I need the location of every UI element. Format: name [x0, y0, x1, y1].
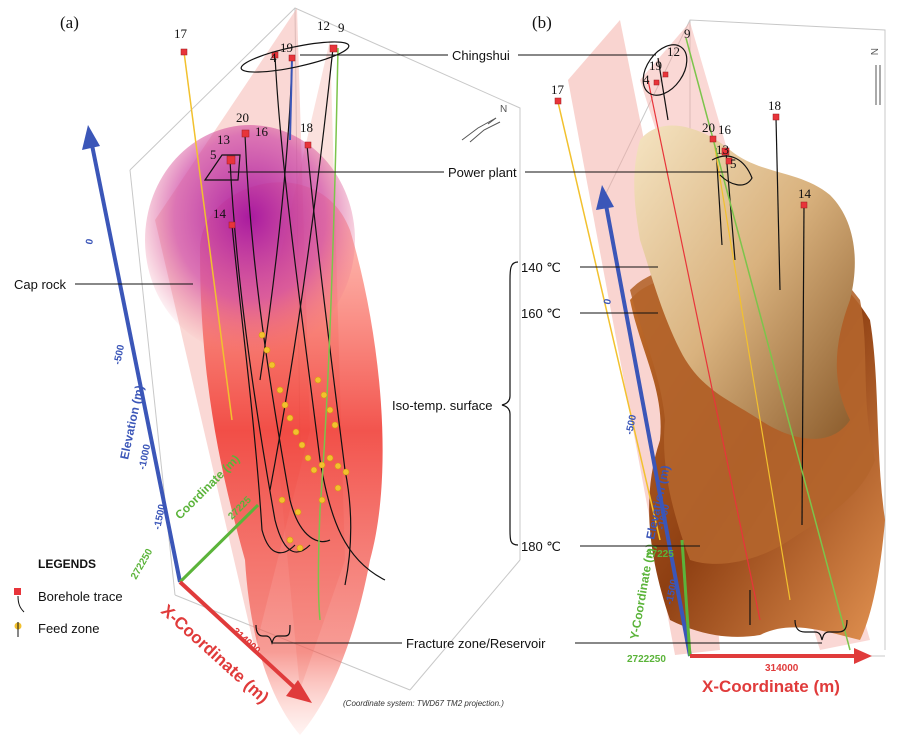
legend-borehole-label: Borehole trace [38, 589, 123, 604]
y-tick: 2722250 [627, 654, 666, 665]
y-tick: 27225 [646, 549, 674, 560]
elevation-tick: -1000 [137, 443, 153, 471]
callout-cap-rock: Cap rock [14, 277, 67, 292]
elevation-axis-a: 0 -500 Elevation (m) -1000 -1500 [82, 125, 182, 583]
borehole-label: 19 [649, 58, 662, 73]
callout-160c: 160 ℃ [521, 306, 561, 321]
legend-title: LEGENDS [38, 557, 96, 571]
borehole-labels-b: 9 12 19 4 17 20 16 13 5 18 14 [551, 26, 812, 201]
x-axis-b: 314000 X-Coordinate (m) [690, 648, 872, 696]
callout-180c: 180 ℃ [521, 539, 561, 554]
elevation-tick: -500 [112, 343, 127, 365]
callout-140c: 140 ℃ [521, 260, 561, 275]
x-tick: 314000 [765, 663, 799, 674]
borehole-line-icon [17, 595, 25, 613]
callout-iso-temp: Iso-temp. surface [392, 398, 492, 413]
borehole-label: 13 [217, 132, 230, 147]
borehole-label: 12 [667, 44, 680, 59]
borehole-label: 17 [174, 26, 188, 41]
borehole-trace-icon [14, 588, 21, 595]
borehole-label: 16 [718, 122, 732, 137]
borehole-label: 4 [643, 72, 650, 87]
borehole-label: 14 [798, 186, 812, 201]
elevation-tick: -500 [624, 413, 639, 435]
power-plant-outline-a [203, 154, 241, 181]
panel-a: (a) [14, 7, 521, 735]
borehole-label: 19 [280, 40, 293, 55]
panel-b-label: (b) [532, 13, 552, 32]
borehole-label: 9 [684, 26, 691, 41]
borehole-label: 17 [551, 82, 565, 97]
callout-power-plant: Power plant [448, 165, 517, 180]
borehole-label: 18 [300, 120, 313, 135]
borehole-traces-a [229, 47, 386, 586]
borehole-labels-a: 17 12 9 4 19 20 16 18 13 5 14 [174, 18, 345, 221]
panel-a-label: (a) [60, 13, 79, 32]
north-arrow-b-icon: N [868, 48, 881, 105]
north-label: N [868, 48, 879, 55]
borehole-yellow-trace-b [713, 141, 791, 601]
borehole-label: 14 [213, 206, 227, 221]
callouts: Chingshui Power plant Cap rock 140 ℃ 160… [14, 48, 848, 708]
x-axis-title: X-Coordinate (m) [702, 677, 840, 696]
borehole-label: 20 [702, 120, 715, 135]
borehole-label: 16 [255, 124, 269, 139]
borehole-blue-trace-a [289, 57, 293, 141]
borehole-17-trace-b [557, 101, 661, 541]
callout-fracture-zone: Fracture zone/Reservoir [406, 636, 546, 651]
borehole-label: 13 [716, 142, 729, 157]
legend-feed-label: Feed zone [38, 621, 99, 636]
wellheads-a [180, 44, 338, 229]
elevation-tick: 0 [602, 297, 614, 305]
north-label: N [500, 104, 507, 115]
feed-zones-a [258, 331, 350, 552]
cap-rock-volume [145, 125, 355, 355]
elevation-tick: -1500 [152, 503, 168, 531]
wellheads-b [554, 71, 808, 209]
borehole-label: 4 [270, 50, 277, 65]
north-arrow-a-icon: N [461, 104, 507, 143]
iso-surface-140 [634, 125, 855, 439]
borehole-green-trace-a [317, 47, 339, 621]
panel-b: (b) [532, 13, 886, 696]
elevation-tick: -1000 [656, 503, 672, 531]
chingshui-ellipse-a [240, 41, 350, 73]
borehole-red-trace-b [647, 79, 761, 621]
power-plant-outline-b [711, 155, 753, 186]
chingshui-ellipse-b [642, 44, 688, 96]
elevation-tick: 0 [84, 237, 96, 245]
callout-chingshui: Chingshui [452, 48, 510, 63]
y-tick: 272250 [129, 547, 155, 582]
borehole-label: 5 [730, 156, 737, 171]
borehole-17-trace-a [183, 51, 233, 421]
borehole-label: 20 [236, 110, 249, 125]
legend: LEGENDS Borehole trace Feed zone [14, 557, 123, 637]
borehole-label: 5 [210, 147, 217, 162]
borehole-label: 12 [317, 18, 330, 33]
borehole-label: 18 [768, 98, 781, 113]
coordinate-note: (Coordinate system: TWD67 TM2 projection… [343, 699, 504, 708]
borehole-label: 9 [338, 20, 345, 35]
elevation-tick: -1500 [664, 578, 680, 606]
